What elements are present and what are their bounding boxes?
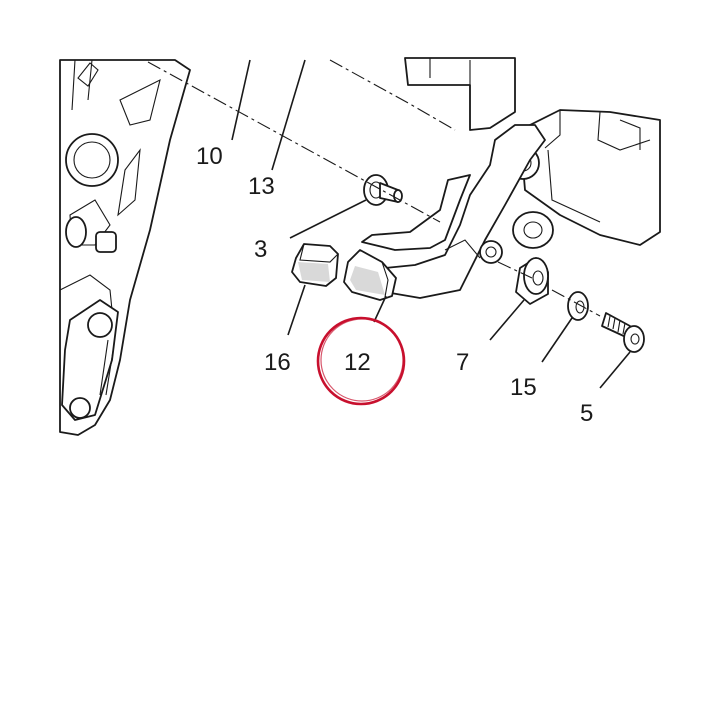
part-3-pin xyxy=(363,174,403,206)
frame-casting xyxy=(59,59,191,436)
part-7-bushing xyxy=(515,257,549,305)
highlight-circle-12-inner xyxy=(320,318,404,402)
callout-labels: 10 13 3 16 12 7 15 5 xyxy=(196,143,593,427)
callout-13: 13 xyxy=(248,173,275,200)
leader-10 xyxy=(231,59,251,141)
part-16-block xyxy=(291,243,339,287)
part-15-washer xyxy=(567,291,589,321)
leader-12 xyxy=(373,295,387,323)
leader-3 xyxy=(289,199,367,239)
leader-13 xyxy=(271,59,306,171)
leader-16 xyxy=(287,284,306,336)
callout-3: 3 xyxy=(254,236,267,263)
callout-16: 16 xyxy=(264,349,291,376)
leader-7 xyxy=(489,299,525,341)
callout-5: 5 xyxy=(580,400,593,427)
callout-7: 7 xyxy=(456,349,469,376)
clamp-arm xyxy=(361,124,546,299)
leader-5 xyxy=(599,351,631,389)
assembly-axes xyxy=(147,59,601,317)
leader-lines xyxy=(231,59,631,389)
callout-15: 15 xyxy=(510,374,537,401)
highlight-circle-12 xyxy=(316,316,406,406)
leader-15 xyxy=(541,317,573,363)
part-5-bolt xyxy=(601,312,645,353)
callout-12: 12 xyxy=(344,349,371,376)
part-12-pad xyxy=(343,249,397,301)
callout-10: 10 xyxy=(196,143,223,170)
